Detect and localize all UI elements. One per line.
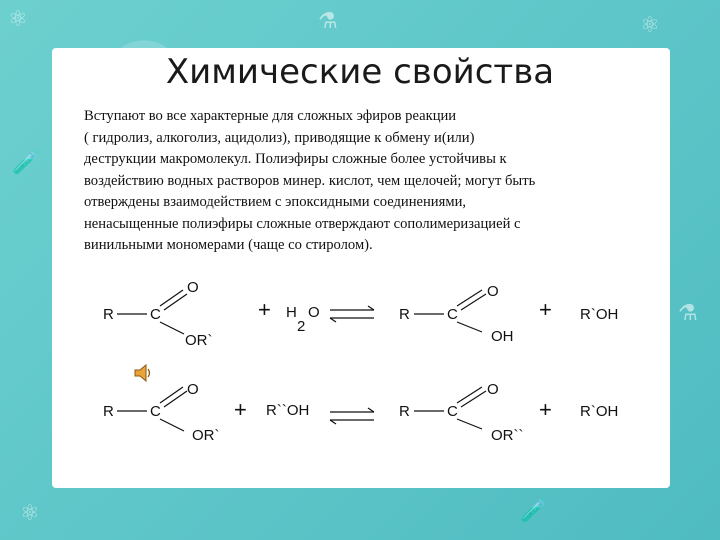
flask-icon: ⚗	[678, 300, 698, 325]
paragraph-line: ( гидролиз, алкоголиз, ацидолиз), привод…	[84, 129, 475, 146]
paragraph-line: воздействию водных растворов минер. кисл…	[84, 172, 536, 189]
water-subscript: 2	[297, 318, 305, 335]
plus: +	[258, 297, 271, 322]
slide-title: Химические свойства	[165, 52, 555, 92]
plus: +	[234, 397, 247, 422]
paragraph-line: ненасыщенные полиэфиры сложные отверждаю…	[84, 215, 521, 232]
product-oh: OH	[491, 328, 514, 345]
reagent: R``OH	[266, 402, 309, 419]
ester-r: R	[103, 403, 114, 420]
product-o: O	[487, 283, 499, 300]
speaker-icon[interactable]	[133, 362, 155, 384]
ester-or: OR`	[185, 332, 213, 349]
atom-icon: ⚛	[640, 12, 660, 37]
atom-icon: ⚛	[20, 500, 40, 525]
ester-c: C	[150, 306, 161, 323]
paragraph-line: Вступают во все характерные для сложных …	[84, 108, 457, 124]
product-r: R	[399, 403, 410, 420]
atom-icon: ⚛	[8, 6, 28, 31]
plus: +	[539, 397, 552, 422]
ester-r: R	[103, 306, 114, 323]
water-o: O	[308, 304, 320, 321]
paragraph-line: деструкции макромолекул. Полиэфиры сложн…	[84, 151, 507, 167]
reaction-equations: R C O OR` + H 2 O R C O OH + R`OH R C O …	[103, 279, 618, 444]
content-card	[52, 48, 670, 488]
test-tube-icon: 🧪	[520, 498, 548, 523]
reaction-1: R C O OR` + H 2 O R C O OH + R`OH	[103, 279, 618, 349]
description-paragraph: Вступают во все характерные для сложных …	[84, 106, 684, 257]
product-or: OR``	[491, 427, 524, 444]
reaction-2: R C O OR` + R``OH R C O OR`` + R`OH	[103, 381, 618, 444]
ester-o: O	[187, 279, 199, 296]
alcohol-product: R`OH	[580, 306, 618, 323]
paragraph-line: винильными мономерами (чаще со стиролом)…	[84, 237, 373, 253]
paragraph-line: отверждены взаимодействием с эпоксидными…	[84, 194, 467, 210]
ester-or: OR`	[192, 427, 220, 444]
plus: +	[539, 297, 552, 322]
alcohol-product: R`OH	[580, 403, 618, 420]
ester-o: O	[187, 381, 199, 398]
product-r: R	[399, 306, 410, 323]
flask-icon: ⚗	[318, 8, 338, 33]
test-tube-icon: 🧪	[12, 150, 40, 175]
product-c: C	[447, 306, 458, 323]
ester-c: C	[150, 403, 161, 420]
water-h: H	[286, 304, 297, 321]
product-c: C	[447, 403, 458, 420]
product-o: O	[487, 381, 499, 398]
